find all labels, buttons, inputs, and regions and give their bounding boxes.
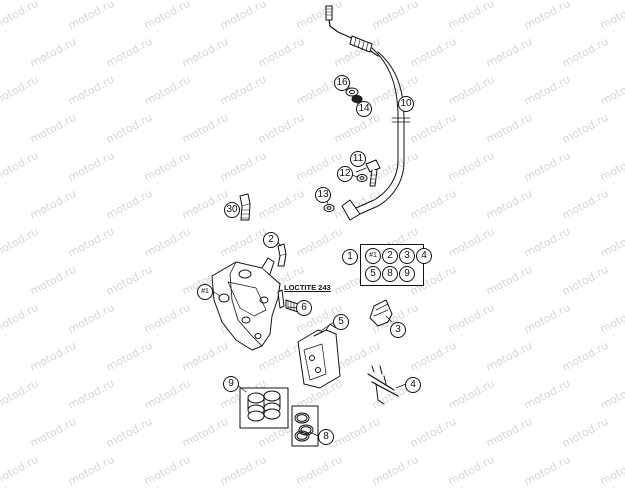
part-5-brake-pads[interactable] — [297, 323, 341, 389]
callout-part-6[interactable]: 6 — [296, 300, 312, 316]
loctite-label: LOCTITE 243 — [284, 283, 331, 292]
brake-caliper[interactable] — [211, 257, 281, 351]
part-16-washer[interactable] — [345, 87, 359, 97]
part-11-banjo-bolt[interactable] — [365, 159, 381, 187]
callout-part-30[interactable]: 30 — [224, 202, 240, 218]
callout-part-11[interactable]: 11 — [350, 151, 366, 167]
repair-kit-item[interactable]: 4 — [416, 248, 432, 264]
callout-part-10[interactable]: 10 — [398, 96, 414, 112]
part-2-bleeder-nipple[interactable] — [277, 243, 287, 267]
repair-kit-item[interactable]: 5 — [365, 266, 381, 282]
repair-kit-item[interactable]: #1 — [365, 248, 381, 264]
repair-kit-item[interactable]: 2 — [382, 248, 398, 264]
part-12-seal-ring[interactable] — [356, 174, 368, 182]
callout-part-5[interactable]: 5 — [333, 314, 349, 330]
callout-part-9[interactable]: 9 — [223, 376, 239, 392]
part-9-pistons[interactable] — [239, 387, 289, 429]
repair-kit-item[interactable]: 3 — [399, 248, 415, 264]
callout-caliper[interactable]: #1 — [197, 284, 213, 300]
brake-hose[interactable] — [325, 5, 411, 221]
part-8-seals[interactable] — [291, 405, 319, 447]
part-3-pad-spring[interactable] — [369, 299, 393, 327]
repair-kit-item[interactable]: 8 — [382, 266, 398, 282]
repair-kit-item[interactable]: 9 — [399, 266, 415, 282]
callout-part-2[interactable]: 2 — [263, 232, 279, 248]
part-6-pad-pin[interactable] — [277, 289, 299, 313]
callout-part-12[interactable]: 12 — [337, 166, 353, 182]
callout-part-1[interactable]: 1 — [342, 249, 358, 265]
part-14-cap[interactable] — [351, 95, 363, 103]
callout-part-4[interactable]: 4 — [405, 377, 421, 393]
callout-part-16[interactable]: 16 — [334, 75, 350, 91]
callout-part-8[interactable]: 8 — [318, 429, 334, 445]
part-30-bleeder-screw[interactable] — [239, 193, 251, 221]
part-13-washer[interactable] — [323, 204, 335, 212]
callout-part-14[interactable]: 14 — [356, 101, 372, 117]
callout-part-13[interactable]: 13 — [315, 187, 331, 203]
part-4-pins[interactable] — [367, 365, 399, 405]
callout-part-3[interactable]: 3 — [390, 322, 406, 338]
brake-exploded-diagram — [211, 5, 411, 447]
